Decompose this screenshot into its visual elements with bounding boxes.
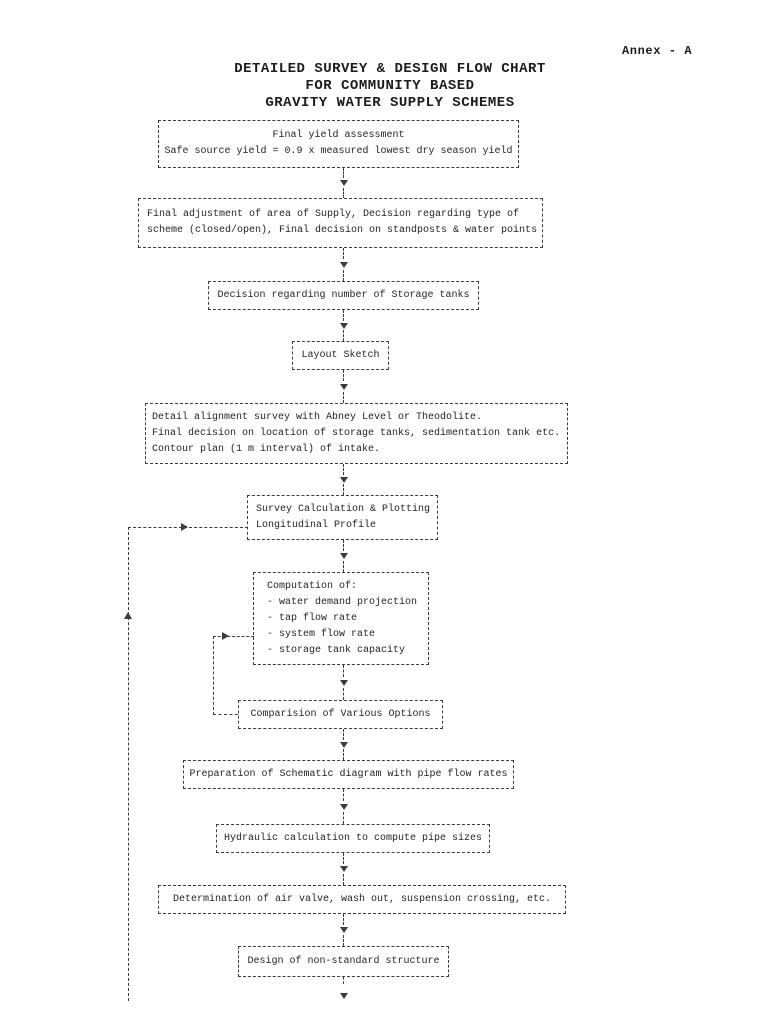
annex-label: Annex - A [622,44,693,58]
node-non-standard-structure-design: Design of non-standard structure [238,946,449,977]
connector-line [343,484,344,495]
flow-connector-down [339,914,348,946]
node-text: - storage tank capacity [267,644,406,656]
connector-line [343,187,344,198]
node-computation: Computation of: - water demand projectio… [253,572,429,665]
node-text: Computation of: [267,580,358,592]
connector-line [343,977,344,985]
node-air-valve-determination: Determination of air valve, wash out, su… [158,885,566,914]
connector-line [343,665,344,677]
node-final-yield-assessment: Final yield assessment Safe source yield… [158,120,519,168]
connector-line [343,812,344,824]
flow-connector-down [339,540,348,572]
feedback-loop-to-survey-calculation [128,527,248,1001]
node-text: Survey Calculation & Plotting [256,503,431,515]
node-text: Layout Sketch [301,349,380,361]
arrow-down-icon [339,476,348,483]
node-schematic-diagram-preparation: Preparation of Schematic diagram with pi… [183,760,514,789]
node-storage-tank-number-decision: Decision regarding number of Storage tan… [208,281,479,310]
node-survey-calculation-plotting: Survey Calculation & Plotting Longitudin… [247,495,438,540]
feedback-loop-to-computation [213,636,254,715]
node-text: Final adjustment of area of Supply, Deci… [147,209,520,220]
connector-line [343,874,344,885]
node-text: - tap flow rate [267,612,358,624]
arrow-down-icon [339,322,348,329]
arrow-down-icon [339,993,348,999]
arrow-down-icon [339,553,348,559]
node-text: Hydraulic calculation to compute pipe si… [223,832,483,844]
flow-connector-down [339,248,348,281]
node-text: Determination of air valve, wash out, su… [172,893,552,905]
connector-line [343,330,344,341]
connector-line [343,561,344,572]
connector-line [343,464,344,475]
page-title-line-1: DETAILED SURVEY & DESIGN FLOW CHART [234,61,546,77]
node-text: Final decision on location of storage ta… [152,427,561,439]
connector-line [343,391,344,403]
arrow-down-icon [339,803,348,810]
arrow-down-icon [339,383,348,390]
page-title-line-2: FOR COMMUNITY BASED [305,78,475,94]
connector-line [343,789,344,801]
connector-line [343,269,344,281]
arrow-down-icon [339,741,348,748]
connector-line [343,749,344,760]
connector-line [343,540,344,551]
flow-connector-down [339,310,348,341]
connector-line [343,310,344,321]
connector-line [343,688,344,700]
node-layout-sketch: Layout Sketch [292,341,389,370]
arrow-down-icon [339,261,348,268]
arrow-right-icon [181,523,188,531]
page-title-line-3: GRAVITY WATER SUPPLY SCHEMES [265,95,515,111]
node-final-adjustment-of-supply: Final adjustment of area of Supply, Deci… [138,198,543,248]
node-text: Longitudinal Profile [256,519,377,531]
node-text: Comparision of Various Options [250,708,431,720]
connector-line [343,935,344,946]
flow-connector-down [339,853,348,885]
flow-connector-down [339,789,348,824]
arrow-right-icon [222,632,229,640]
connector-line [343,914,344,925]
node-detail-alignment-survey: Detail alignment survey with Abney Level… [145,403,568,464]
connector-line [343,853,344,864]
page-title: DETAILED SURVEY & DESIGN FLOW CHART FOR … [100,61,680,112]
arrow-down-icon [339,679,348,686]
flow-connector-down [339,168,348,198]
node-text: Final yield assessment [272,130,405,141]
node-comparision-of-options: Comparision of Various Options [238,700,443,729]
flow-connector-down [339,977,348,999]
node-text: Preparation of Schematic diagram with pi… [189,768,508,780]
flow-connector-down [339,665,348,700]
connector-line [343,729,344,740]
node-text: Contour plan (1 m interval) of intake. [152,443,381,455]
arrow-down-icon [339,866,348,872]
node-text: Safe source yield = 0.9 x measured lowes… [164,146,513,157]
flow-connector-down [339,464,348,495]
arrow-down-icon [339,180,348,186]
flow-connector-down [339,370,348,403]
node-text: Decision regarding number of Storage tan… [217,289,470,301]
connector-line [343,168,344,179]
node-text: Design of non-standard structure [247,955,440,967]
connector-line [343,248,344,260]
connector-line [343,370,344,382]
node-hydraulic-calculation: Hydraulic calculation to compute pipe si… [216,824,490,853]
flow-connector-down [339,729,348,760]
node-text: Detail alignment survey with Abney Level… [152,411,483,423]
arrow-up-icon [124,612,132,619]
node-text: scheme (closed/open), Final decision on … [147,225,538,236]
arrow-down-icon [339,927,348,933]
node-text: - water demand projection [267,596,418,608]
feedback-loop-to-computation-start [213,714,238,715]
node-text: - system flow rate [267,628,376,640]
